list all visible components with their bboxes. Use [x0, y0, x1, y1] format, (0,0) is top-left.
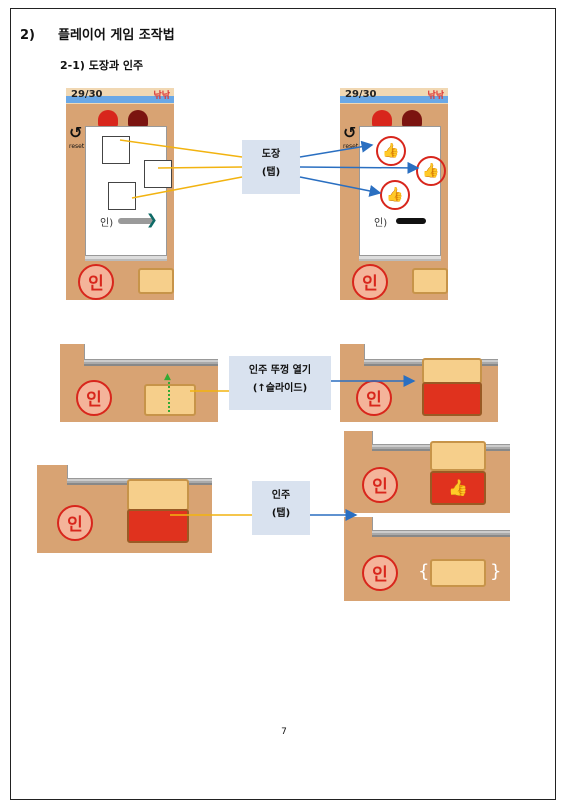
page-number: 7	[281, 727, 287, 737]
inkan-stamp[interactable]: 인	[76, 380, 112, 416]
label-lid: 인주 뚜껑 열기 (↑슬라이드)	[229, 356, 331, 410]
stamp-red[interactable]	[372, 110, 392, 128]
sign-label: 인)	[100, 218, 114, 229]
subsection-heading: 2-1) 도장과 인주	[60, 59, 144, 72]
sign-label: 인)	[374, 218, 388, 229]
crop-ink-after: 인 👍	[344, 431, 510, 513]
reset-button[interactable]: ↺reset	[69, 123, 85, 151]
section-number: 2)	[20, 28, 35, 43]
section-heading: 2) 플레이어 게임 조작법	[20, 24, 175, 43]
arrow-up-icon: ▲	[164, 372, 171, 382]
ink-pad-open[interactable]	[422, 382, 482, 416]
inkan-stamp[interactable]: 인	[362, 467, 398, 503]
ink-pad[interactable]	[412, 268, 448, 294]
crop-lid-closed: 인 ▲	[60, 344, 218, 422]
crop-lid-open: 인	[340, 344, 498, 422]
chevron-right-icon: ❯	[146, 212, 158, 228]
shake-right-icon: }	[490, 561, 502, 582]
stamp-dark[interactable]	[128, 110, 148, 128]
label-ink: 인주 (탭)	[252, 481, 310, 535]
stamp-box-3[interactable]	[108, 182, 136, 210]
inkan-stamp[interactable]: 인	[356, 380, 392, 416]
counter: 29/30	[345, 89, 377, 100]
stamp-box-1[interactable]	[102, 136, 130, 164]
ink-pad-lid[interactable]	[144, 384, 196, 416]
crop-ink-result: 인 { }	[344, 517, 510, 601]
progress-bar	[66, 88, 174, 104]
phone-screen-after: 29/30 낚낚 ↺reset 👍 👍 👍 인) 인	[340, 88, 448, 300]
inkan-stamp[interactable]: 인	[57, 505, 93, 541]
shake-left-icon: {	[418, 561, 430, 582]
stamp-red[interactable]	[98, 110, 118, 128]
thumbs-up-icon: 👍	[376, 136, 406, 166]
inkan-stamp[interactable]: 인	[362, 555, 398, 591]
counter: 29/30	[71, 89, 103, 100]
stamp-box-2[interactable]	[144, 160, 172, 188]
inkan-stamp[interactable]: 인	[352, 264, 388, 300]
page-border	[10, 8, 556, 800]
stamp-dark[interactable]	[402, 110, 422, 128]
section-title: 플레이어 게임 조작법	[58, 28, 175, 43]
thumbs-up-icon: 👍	[416, 156, 446, 186]
status-icons: 낚낚	[427, 91, 444, 101]
status-icons: 낚낚	[153, 91, 170, 101]
phone-screen-before: 29/30 낚낚 ↺reset 인) ❯ 인	[66, 88, 174, 300]
ink-pad-open[interactable]	[127, 509, 189, 543]
crop-ink-before: 인	[37, 465, 212, 553]
slide-guide	[168, 378, 170, 412]
progress-bar	[340, 88, 448, 104]
inkan-stamp[interactable]: 인	[78, 264, 114, 300]
reset-button[interactable]: ↺reset	[343, 123, 359, 151]
ink-pad[interactable]	[138, 268, 174, 294]
ink-pad-lid[interactable]	[430, 559, 486, 587]
ink-pad-imprinted[interactable]: 👍	[430, 471, 486, 505]
label-stamp: 도장 (탭)	[242, 140, 300, 194]
ink-pad-lid-open[interactable]	[430, 441, 486, 471]
ink-pad-lid-open[interactable]	[127, 479, 189, 511]
sign-slider[interactable]	[396, 218, 426, 224]
sign-slider[interactable]	[118, 218, 154, 224]
thumbs-up-icon: 👍	[380, 180, 410, 210]
ink-pad-lid-open[interactable]	[422, 358, 482, 384]
